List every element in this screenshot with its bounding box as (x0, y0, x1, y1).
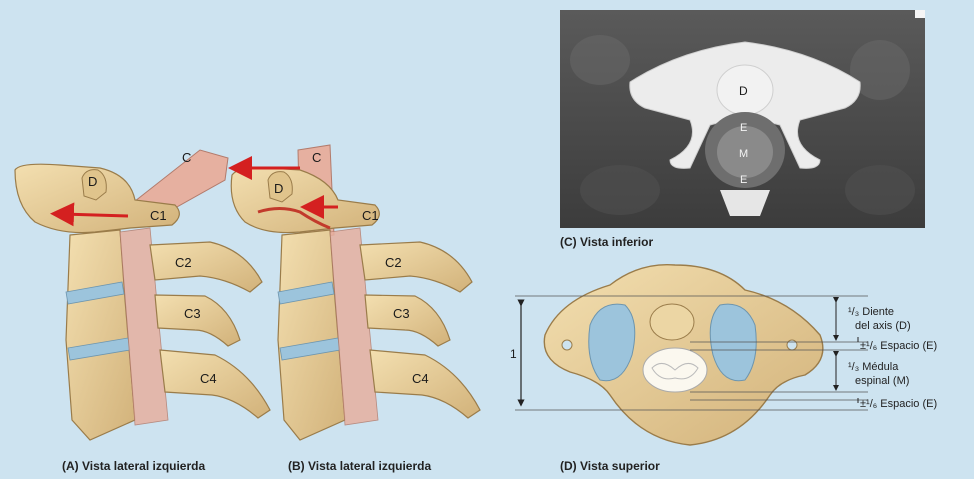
label-c2-a: C2 (175, 255, 192, 270)
label-c1-b: C1 (362, 208, 379, 223)
annotation-espacio-1: ±¹/₆ Espacio (E) (860, 340, 937, 352)
c2-process-a (150, 242, 262, 292)
label-c4-a: C4 (200, 371, 217, 386)
annotation-medula-2: espinal (M) (855, 375, 909, 387)
atlas-c1-b (231, 167, 379, 232)
annotation-espacio-2: ±¹/₆ Espacio (E) (860, 398, 937, 410)
label-c-a: C (182, 150, 191, 165)
label-c2-b: C2 (385, 255, 402, 270)
c2-process-b (360, 242, 472, 292)
label-d-b: D (274, 181, 283, 196)
panel-c: D E M E (C) Vista inferior (560, 10, 925, 249)
caption-b: (B) Vista lateral izquierda (288, 459, 431, 473)
label-c3-b: C3 (393, 306, 410, 321)
ct-label-e-top: E (740, 122, 747, 134)
label-d-a: D (88, 174, 97, 189)
ct-label-d: D (739, 84, 748, 98)
label-c4-b: C4 (412, 371, 429, 386)
label-c-b: C (312, 150, 321, 165)
caption-a: (A) Vista lateral izquierda (62, 459, 205, 473)
annotation-diente-2: del axis (D) (855, 320, 911, 332)
caption-d: (D) Vista superior (560, 459, 660, 473)
scale-total-label: 1 (510, 347, 517, 361)
ct-label-e-bottom: E (740, 174, 747, 186)
label-c1-a: C1 (150, 208, 167, 223)
caption-c: (C) Vista inferior (560, 235, 653, 249)
panel-a: D C C1 C2 C3 C4 (A) Vista lateral izquie… (15, 150, 270, 473)
dens-d (650, 304, 694, 340)
arrow-a (62, 214, 128, 216)
panel-d: 1 ¹/₃ Diente del axis (D) ±¹/₆ Espacio (… (510, 265, 937, 473)
annotation-medula-1: ¹/₃ Médula (848, 361, 899, 373)
panel-b: D C C1 C2 C3 C4 (B) Vista lateral izquie… (231, 145, 480, 473)
annotation-diente-1: ¹/₃ Diente (848, 306, 894, 318)
label-c3-a: C3 (184, 306, 201, 321)
ct-label-m: M (739, 148, 748, 160)
